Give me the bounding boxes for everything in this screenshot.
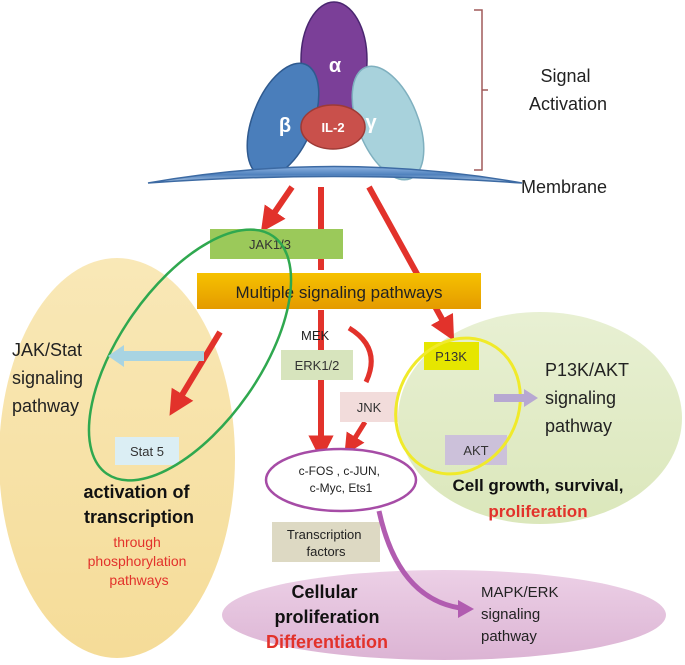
akt-label: AKT bbox=[463, 443, 488, 458]
jnk-box bbox=[340, 392, 398, 422]
signal-activation-label: Signal Activation bbox=[529, 66, 607, 114]
p13k-akt-pathway-label: P13K/AKT signaling pathway bbox=[545, 360, 634, 436]
activation-label: activation of transcription bbox=[83, 482, 194, 527]
membrane-label: Membrane bbox=[521, 177, 607, 197]
arrow-to-jak bbox=[260, 185, 295, 233]
transcription-genes-label: c-FOS , c-JUN, c-Myc, Ets1 bbox=[299, 464, 384, 495]
cell-membrane bbox=[147, 165, 523, 184]
erk-box bbox=[281, 350, 353, 380]
mapk-arrow bbox=[376, 510, 461, 611]
proliferation-label: proliferation bbox=[488, 502, 587, 521]
jak-label: JAK1/3 bbox=[249, 237, 291, 252]
transcription-factors-box bbox=[272, 522, 380, 562]
il2-ligand bbox=[300, 104, 366, 150]
mapk-arrow-head bbox=[458, 600, 474, 618]
erk-label: ERK1/2 bbox=[295, 358, 340, 373]
akt-box bbox=[445, 435, 507, 465]
mek-label: MEK bbox=[301, 328, 330, 343]
mapk-region bbox=[222, 570, 666, 660]
transcription-factors-label: Transcription factors bbox=[287, 527, 365, 559]
stat5-box bbox=[115, 437, 179, 465]
jnk-label: JNK bbox=[357, 400, 382, 415]
transcription-genes-outline bbox=[264, 447, 418, 513]
p13k-akt-outline bbox=[394, 336, 522, 476]
cellular-proliferation-label: Cellular proliferation bbox=[274, 582, 379, 627]
cell-growth-label: Cell growth, survival, bbox=[453, 476, 624, 495]
gamma-label: γ bbox=[365, 112, 377, 134]
jak-stat-outline bbox=[87, 228, 293, 482]
jak-stat-arrow-head bbox=[108, 345, 124, 367]
differentiation-label: Differentiation bbox=[266, 632, 388, 652]
alpha-label: α bbox=[329, 55, 342, 77]
il2-label: IL-2 bbox=[321, 120, 344, 135]
p13k-label: P13K bbox=[435, 349, 467, 364]
multiple-pathways-label: Multiple signaling pathways bbox=[236, 283, 443, 302]
arrow-to-stat5 bbox=[169, 330, 223, 416]
beta-label: β bbox=[279, 115, 291, 137]
jak-box bbox=[210, 229, 343, 259]
mapk-erk-pathway-label: MAPK/ERK signaling pathway bbox=[481, 584, 563, 645]
p13k-akt-arrow-head bbox=[524, 389, 538, 407]
through-phosphorylation-label: through phosphorylation pathways bbox=[88, 534, 191, 588]
arrow-jnk-down bbox=[344, 420, 368, 455]
jak-stat-pathway-label: JAK/Stat signaling pathway bbox=[12, 340, 88, 416]
multiple-pathways-box bbox=[197, 273, 481, 309]
stat5-label: Stat 5 bbox=[130, 444, 164, 459]
signal-activation-bracket bbox=[474, 9, 488, 171]
arrow-mek-to-jnk bbox=[347, 325, 374, 384]
